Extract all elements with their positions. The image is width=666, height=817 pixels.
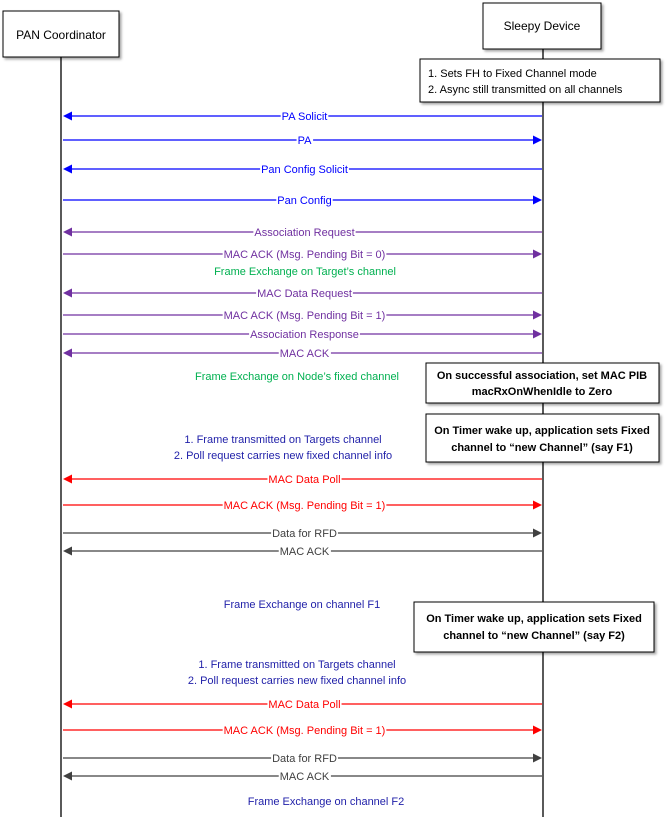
message-label: Pan Config: [277, 195, 331, 207]
annotations-layer: Frame Exchange on Target’s channelFrame …: [174, 266, 406, 808]
label-mask: [222, 251, 387, 257]
arrow-head: [533, 528, 542, 538]
message-label: MAC ACK (Msg. Pending Bit = 0): [224, 249, 386, 261]
message-arrow: MAC ACK (Msg. Pending Bit = 1): [63, 500, 542, 512]
message-label: PA Solicit: [282, 111, 328, 123]
participant-sleepy-device-label: Sleepy Device: [504, 19, 581, 33]
arrow-head: [533, 195, 542, 205]
note-fixed-channel-mode: 1. Sets FH to Fixed Channel mode 2. Asyn…: [419, 58, 661, 103]
label-mask: [278, 548, 331, 554]
label-mask: [296, 137, 314, 143]
label-mask: [222, 727, 387, 733]
message-arrow: MAC ACK (Msg. Pending Bit = 1): [63, 310, 542, 322]
note-line: 2. Async still transmitted on all channe…: [428, 84, 623, 96]
annotation-text: Frame Exchange on channel F1: [224, 599, 381, 611]
label-mask: [222, 502, 387, 508]
participant-sleepy-device: Sleepy Device: [482, 2, 602, 50]
message-arrow: Association Response: [63, 329, 542, 341]
annotation-text: Frame Exchange on Target’s channel: [214, 266, 396, 278]
message-label: MAC Data Request: [257, 288, 352, 300]
note-line: channel to “new Channel” (say F1): [451, 442, 633, 454]
message-label: Pan Config Solicit: [261, 164, 348, 176]
message-arrow: MAC ACK: [63, 546, 542, 558]
message-arrow: PA Solicit: [63, 111, 542, 123]
message-label: MAC ACK (Msg. Pending Bit = 1): [224, 310, 386, 322]
note-line: macRxOnWhenIdle to Zero: [472, 386, 613, 398]
message-arrow: MAC Data Poll: [63, 474, 542, 486]
note-timer-wakeup-f2: On Timer wake up, application sets Fixed…: [413, 601, 655, 653]
label-mask: [267, 701, 342, 707]
annotation-text: 2. Poll request carries new fixed channe…: [188, 675, 406, 687]
note-line: On Timer wake up, application sets Fixed: [426, 613, 642, 625]
label-mask: [249, 331, 360, 337]
message-arrow: Data for RFD: [63, 753, 542, 765]
message-arrow: Pan Config: [63, 195, 542, 207]
label-mask: [278, 350, 331, 356]
arrow-head: [63, 164, 72, 174]
label-mask: [280, 113, 329, 119]
arrow-head: [63, 474, 72, 484]
message-arrow: Data for RFD: [63, 528, 542, 540]
annotation-text: 1. Frame transmitted on Targets channel: [198, 659, 395, 671]
note-line: On Timer wake up, application sets Fixed: [434, 425, 650, 437]
message-label: Association Response: [250, 329, 359, 341]
label-mask: [253, 229, 356, 235]
message-label: MAC Data Poll: [268, 474, 340, 486]
message-arrow: MAC Data Request: [63, 288, 542, 300]
arrow-head: [533, 135, 542, 145]
message-arrow: PA: [63, 135, 542, 147]
label-mask: [271, 755, 338, 761]
message-arrow: MAC ACK: [63, 348, 542, 360]
message-label: MAC ACK: [280, 771, 330, 783]
message-label: MAC ACK: [280, 348, 330, 360]
message-label: MAC ACK (Msg. Pending Bit = 1): [224, 725, 386, 737]
arrow-head: [533, 310, 542, 320]
arrow-head: [63, 111, 72, 121]
note-timer-wakeup-f1: On Timer wake up, application sets Fixed…: [425, 413, 660, 463]
message-arrow: Pan Config Solicit: [63, 164, 542, 176]
arrow-head: [533, 500, 542, 510]
message-label: MAC ACK (Msg. Pending Bit = 1): [224, 500, 386, 512]
message-arrow: Association Request: [63, 227, 542, 239]
label-mask: [222, 312, 387, 318]
label-mask: [260, 166, 349, 172]
arrow-head: [63, 288, 72, 298]
message-label: MAC Data Poll: [268, 699, 340, 711]
label-mask: [256, 290, 353, 296]
participant-pan-coordinator-label: PAN Coordinator: [16, 28, 106, 42]
message-label: Data for RFD: [272, 753, 337, 765]
arrow-head: [63, 227, 72, 237]
arrow-head: [63, 699, 72, 709]
annotation-text: 2. Poll request carries new fixed channe…: [174, 450, 392, 462]
arrow-head: [63, 546, 72, 556]
annotation-text: Frame Exchange on Node’s fixed channel: [195, 371, 399, 383]
arrow-head: [533, 753, 542, 763]
message-arrow: MAC ACK (Msg. Pending Bit = 1): [63, 725, 542, 737]
annotation-text: 1. Frame transmitted on Targets channel: [184, 434, 381, 446]
arrow-head: [63, 348, 72, 358]
note-line: channel to “new Channel” (say F2): [443, 630, 625, 642]
label-mask: [276, 197, 333, 203]
label-mask: [267, 476, 342, 482]
arrow-head: [533, 249, 542, 259]
note-line: 1. Sets FH to Fixed Channel mode: [428, 68, 597, 80]
message-label: Data for RFD: [272, 528, 337, 540]
message-arrow: MAC Data Poll: [63, 699, 542, 711]
note-successful-association: On successful association, set MAC PIB m…: [425, 362, 660, 404]
message-arrow: MAC ACK: [63, 771, 542, 783]
arrow-head: [533, 725, 542, 735]
note-line: On successful association, set MAC PIB: [437, 370, 647, 382]
message-label: MAC ACK: [280, 546, 330, 558]
arrow-head: [63, 771, 72, 781]
arrow-head: [533, 329, 542, 339]
message-arrow: MAC ACK (Msg. Pending Bit = 0): [63, 249, 542, 261]
participant-pan-coordinator: PAN Coordinator: [2, 10, 120, 58]
label-mask: [271, 530, 338, 536]
label-mask: [278, 773, 331, 779]
annotation-text: Frame Exchange on channel F2: [248, 796, 405, 808]
message-label: Association Request: [254, 227, 354, 239]
message-label: PA: [298, 135, 313, 147]
